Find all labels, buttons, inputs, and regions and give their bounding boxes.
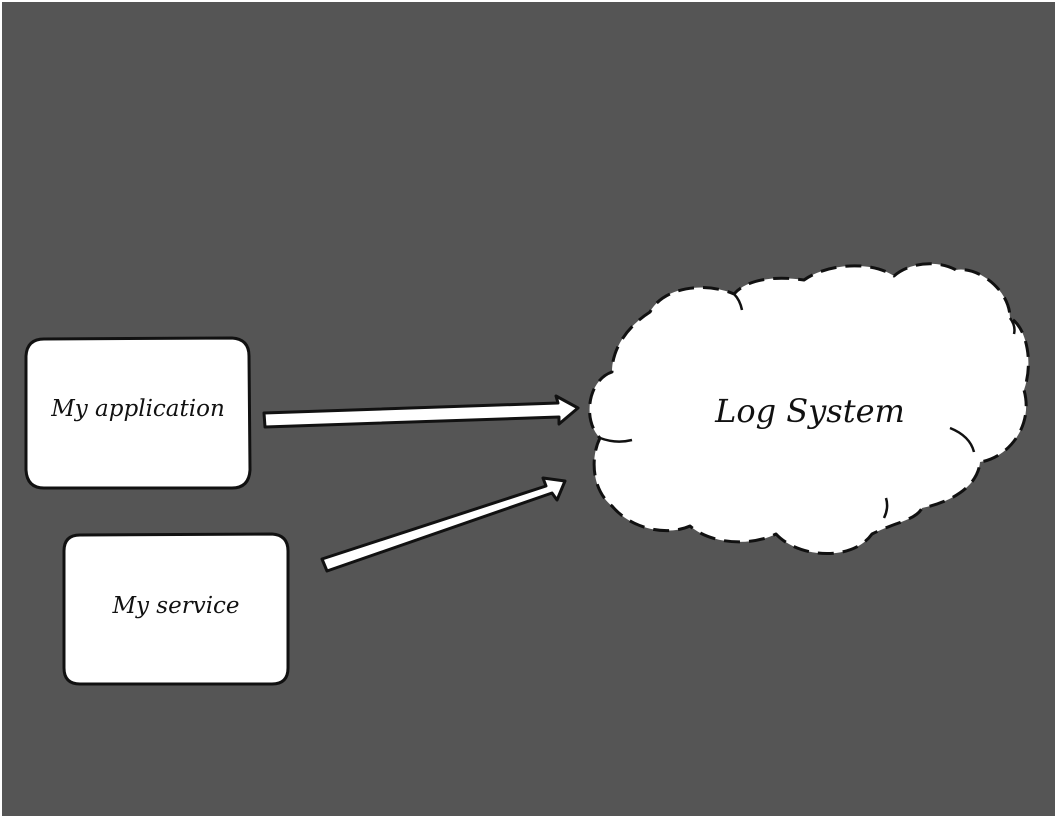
node-log-system-cloud	[588, 262, 1030, 555]
node-log-system-label: Log System	[715, 392, 905, 430]
cloud-inner-stroke	[599, 436, 633, 443]
node-my-service-box	[62, 532, 290, 686]
cloud-inner-stroke	[882, 497, 889, 519]
cloud-inner-stroke	[1008, 317, 1016, 335]
arrow-app-to-log	[262, 394, 580, 429]
cloud-inner-stroke	[733, 293, 744, 311]
node-my-application-box	[24, 336, 252, 490]
cloud-inner-stroke	[949, 426, 976, 453]
node-my-service-label: My service	[112, 593, 240, 619]
node-my-application-label: My application	[51, 396, 225, 422]
arrow-service-to-log	[320, 476, 567, 573]
